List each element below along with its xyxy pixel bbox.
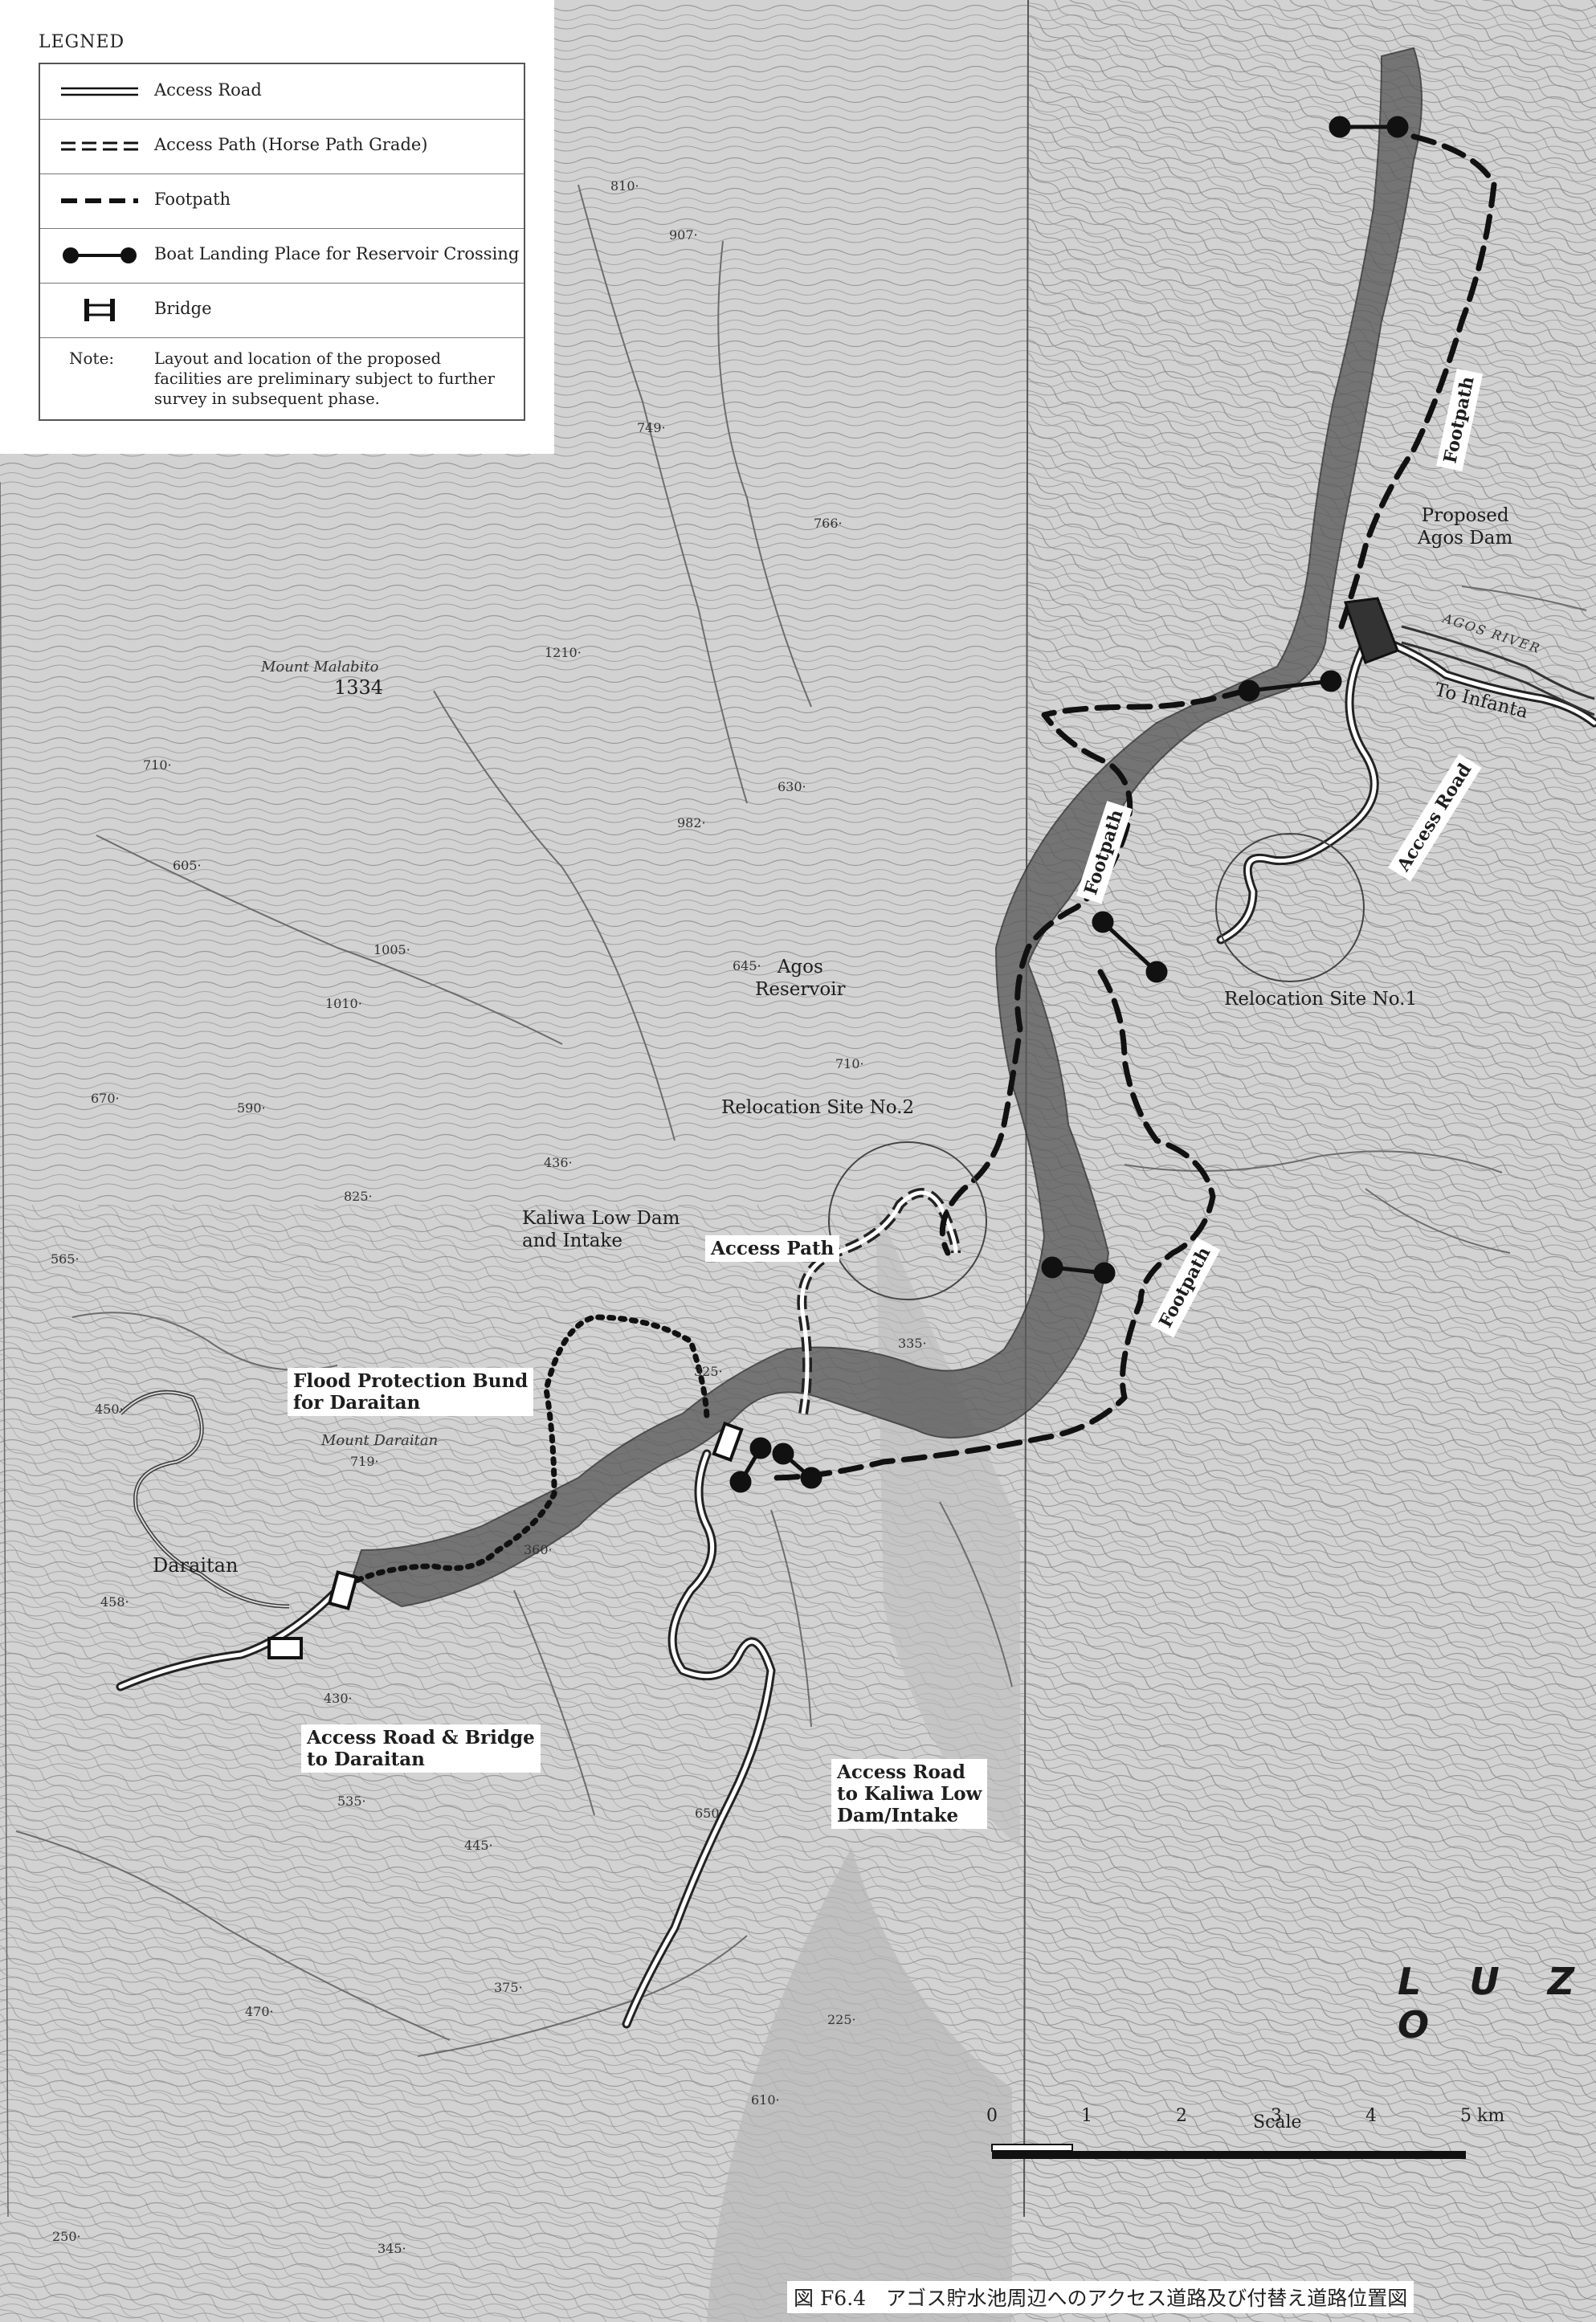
legend-item-bridge: Bridge [40,283,524,338]
legend-note-label: Note: [69,349,115,368]
spot-height: 650· [695,1806,724,1821]
label-kaliwa-low-dam: Kaliwa Low Dam and Intake [522,1208,680,1251]
spot-height: 766· [814,516,843,531]
label-flood-protection-bund: Flood Protection Bund for Daraitan [288,1368,534,1416]
spot-height: 565· [51,1251,80,1267]
spot-height: 1005· [373,942,410,957]
spot-height: 982· [677,815,706,830]
spot-height: 610· [751,2092,780,2108]
spot-height: 670· [91,1091,120,1106]
spot-height: 719· [350,1454,379,1469]
label-access-path: Access Path [705,1235,840,1262]
spot-height: 375· [494,1980,523,1995]
legend-title: LEGNED [39,32,125,52]
bridge-icon [84,299,115,321]
legend-label: Boat Landing Place for Reservoir Crossin… [154,244,520,263]
double-line-icon [61,87,138,96]
spot-height: 590· [237,1100,266,1116]
spot-height: 445· [464,1838,493,1853]
spot-height: 250· [52,2229,81,2244]
legend-box: Access Road Access Path (Horse Path Grad… [39,63,525,421]
figure-caption: 図 F6.4 アゴス貯水池周辺へのアクセス道路及び付替え道路位置図 [787,2281,1414,2313]
spot-height: 645· [733,958,761,973]
spot-height: 630· [778,779,806,794]
spot-height: 907· [669,227,698,243]
legend-item-access-path: Access Path (Horse Path Grade) [40,119,524,174]
legend-item-footpath: Footpath [40,173,524,229]
label-mount-malabito-elevation: 1334 [334,676,384,699]
legend-label: Footpath [154,190,231,209]
spot-height: 458· [100,1594,129,1610]
label-proposed-agos-dam: Proposed Agos Dam [1418,505,1513,549]
spot-height: 430· [324,1691,353,1706]
legend-label: Access Road [154,80,262,100]
spot-height: 335· [898,1336,927,1351]
label-relocation-site-2: Relocation Site No.2 [721,1097,915,1118]
spot-height: 605· [173,858,202,873]
scale-tick-label: 1 [1081,2106,1092,2126]
legend-label: Access Path (Horse Path Grade) [154,135,428,154]
scale-tick-label: 2 [1176,2106,1187,2126]
legend-item-boat-landing: Boat Landing Place for Reservoir Crossin… [40,228,524,284]
label-luzon: L U Z O [1398,1960,1593,2047]
double-dash-icon [61,141,138,151]
boat-landing-icon [63,247,137,263]
label-daraitan: Daraitan [153,1554,239,1577]
spot-height: 450· [95,1402,124,1417]
spot-height: 710· [143,757,172,773]
label-mount-daraitan: Mount Daraitan [321,1432,439,1449]
spot-height: 470· [245,2004,274,2019]
label-access-road-kaliwa: Access Road to Kaliwa Low Dam/Intake [831,1759,988,1829]
spot-height: 825· [344,1189,373,1204]
legend-note-text: Layout and location of the proposed faci… [154,349,495,408]
legend-note: Note: Layout and location of the propose… [40,337,524,418]
scale-tick-label: 4 [1365,2106,1377,2126]
spot-height: 810· [610,178,639,194]
spot-height: 1210· [545,645,582,660]
spot-height: 360· [524,1542,553,1557]
spot-height: 325· [694,1364,723,1379]
legend-label: Bridge [154,299,212,318]
scale-title: Scale [1253,2112,1302,2132]
label-agos-reservoir: Agos Reservoir [755,957,846,1000]
map-legend: LEGNED Access Road Access Path (Horse Pa… [0,0,554,454]
label-relocation-site-1: Relocation Site No.1 [1224,989,1418,1010]
dash-icon [61,198,138,203]
label-mount-malabito: Mount Malabito [261,659,379,675]
spot-height: 345· [378,2241,406,2256]
scale-tick-label: 0 [986,2106,998,2126]
spot-height: 1010· [325,996,362,1011]
scale-tick-label: 3 [1271,2106,1282,2126]
spot-height: 535· [337,1794,366,1809]
spot-height: 710· [835,1056,864,1071]
spot-height: 749· [637,420,666,435]
legend-item-access-road: Access Road [40,64,524,120]
spot-height: 225· [827,2012,856,2027]
scale-bar-graphic [991,2144,1466,2159]
spot-height: 436· [544,1155,573,1170]
label-access-road-bridge: Access Road & Bridge to Daraitan [301,1724,541,1773]
scale-tick-label: 5 km [1460,2106,1505,2126]
